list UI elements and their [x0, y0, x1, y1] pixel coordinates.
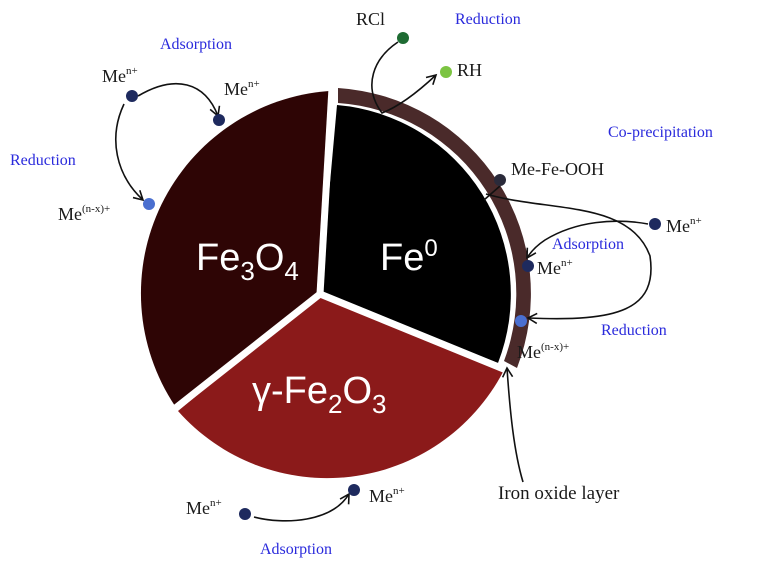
iron-oxide-layer-pointer: [501, 366, 524, 483]
metal-ion-label-adsorbed-top: Men+: [224, 78, 260, 99]
reduction-top-label: Reduction: [455, 11, 521, 28]
adsorption-right-arrow: [526, 220, 649, 260]
segment-separators: [170, 87, 508, 413]
metal-ion-label-adsorbed-bottom: Men+: [369, 485, 405, 506]
fe0-label: Fe0: [380, 235, 438, 279]
fe3o4-segment: [140, 91, 329, 406]
metal-ion-dot-adsorbed-top: [213, 114, 225, 126]
metal-ion-dot-bottom: [239, 508, 251, 520]
metal-ion-label-top-left: Men+: [102, 65, 138, 86]
metal-ion-dot-adsorbed-bottom: [348, 484, 360, 496]
metal-ion-dot-right: [649, 218, 661, 230]
fe0-segment: [320, 105, 511, 363]
gamma-fe2o3-label: γ-Fe2O3: [252, 370, 387, 419]
reduced-metal-label-left: Me(n-x)+: [58, 203, 110, 224]
reduced-metal-dot-right: [515, 315, 527, 327]
fe3o4-label: Fe3O4: [196, 237, 299, 286]
coprecipitation-label: Co-precipitation: [608, 124, 713, 141]
rh-dot: [440, 66, 452, 78]
me-fe-ooh-dot: [494, 174, 506, 186]
metal-ion-dot-adsorbed-right: [522, 260, 534, 272]
rh-label: RH: [457, 60, 482, 80]
reduction-top-arrow: [371, 41, 438, 114]
me-fe-ooh-label: Me-Fe-OOH: [511, 159, 604, 179]
reduction-right-label: Reduction: [601, 322, 667, 339]
adsorption-top-label: Adsorption: [160, 36, 232, 53]
reduced-metal-label-right: Me(n-x)+: [517, 341, 569, 362]
adsorption-right-label: Adsorption: [552, 236, 624, 253]
reduction-right-arrow: [485, 193, 652, 325]
reduction-left-arrow: [115, 103, 145, 202]
metal-ion-dot-top-left: [126, 90, 138, 102]
adsorption-bottom-arrow: [253, 492, 350, 522]
iron-oxide-layer-band: [338, 88, 531, 368]
metal-ion-label-adsorbed-right: Men+: [537, 257, 573, 278]
gamma-fe2o3-segment: [178, 294, 503, 479]
coprecipitation-arrow: [483, 185, 501, 201]
adsorption-bottom-label: Adsorption: [260, 541, 332, 558]
reduction-left-label: Reduction: [10, 152, 76, 169]
metal-ion-label-right: Men+: [666, 215, 702, 236]
rcl-label: RCl: [356, 9, 385, 29]
iron-oxide-layer-label: Iron oxide layer: [498, 483, 620, 504]
reduced-metal-dot-left: [143, 198, 155, 210]
rcl-dot: [397, 32, 409, 44]
adsorption-top-arrow: [137, 82, 221, 118]
metal-ion-label-bottom: Men+: [186, 497, 222, 518]
